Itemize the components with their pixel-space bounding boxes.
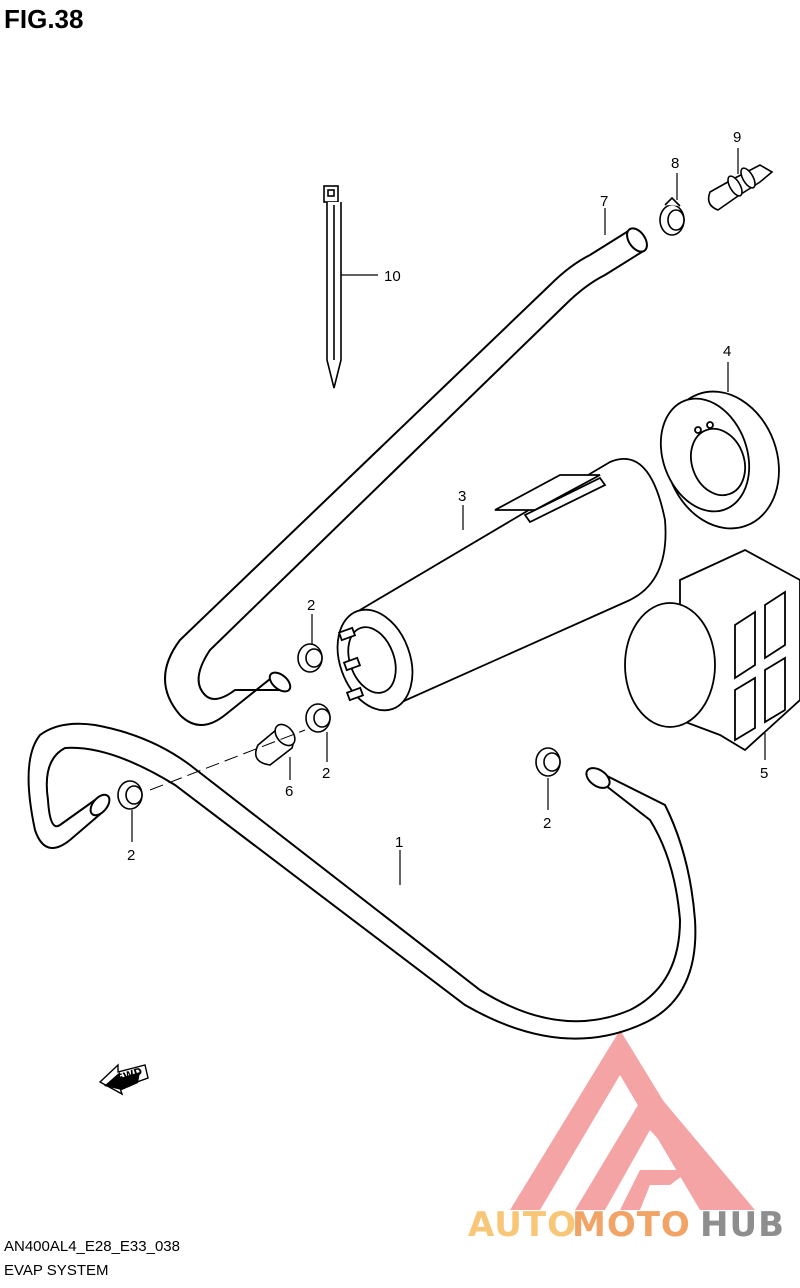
watermark-hub: HUB — [700, 1205, 785, 1245]
callout-3: 3 — [458, 488, 466, 505]
callout-4: 4 — [723, 343, 731, 360]
callout-2a: 2 — [307, 597, 315, 614]
part-2-clamp-a — [297, 614, 323, 673]
part-2-clamp-c — [117, 780, 143, 842]
callout-2c: 2 — [127, 847, 135, 864]
callout-10: 10 — [384, 268, 401, 285]
part-2-clamp-d — [535, 747, 561, 810]
part-6-cap — [254, 723, 296, 780]
part-5-bracket-cushion — [624, 548, 800, 760]
model-code: AN400AL4_E28_E33_038 — [4, 1238, 180, 1255]
watermark-logo — [510, 1030, 755, 1210]
part-9-joint — [707, 148, 774, 211]
callout-9: 9 — [733, 129, 741, 146]
part-4-cushion — [659, 362, 780, 530]
fwd-arrow-icon: FWD — [98, 1063, 149, 1096]
part-2-clamp-b — [305, 703, 331, 762]
callout-1: 1 — [395, 834, 403, 851]
callout-2d: 2 — [543, 815, 551, 832]
callout-7: 7 — [600, 193, 608, 210]
callout-2b: 2 — [322, 765, 330, 782]
part-8-clamp — [659, 173, 685, 236]
part-3-canister — [336, 457, 667, 712]
watermark-moto: MOTO — [572, 1205, 691, 1245]
part-7-hose — [164, 208, 648, 726]
part-1-hose — [27, 722, 697, 1040]
leader-dashed — [149, 729, 306, 791]
part-10-cable-tie — [323, 185, 378, 389]
watermark-auto: AUTO — [468, 1205, 577, 1245]
watermark-text: AUTO MOTO HUB — [468, 1205, 785, 1245]
callout-6: 6 — [285, 783, 293, 800]
callout-8: 8 — [671, 155, 679, 172]
figure-title: FIG.38 — [4, 4, 84, 34]
section-title: EVAP SYSTEM — [4, 1262, 109, 1279]
callout-5: 5 — [760, 765, 768, 782]
